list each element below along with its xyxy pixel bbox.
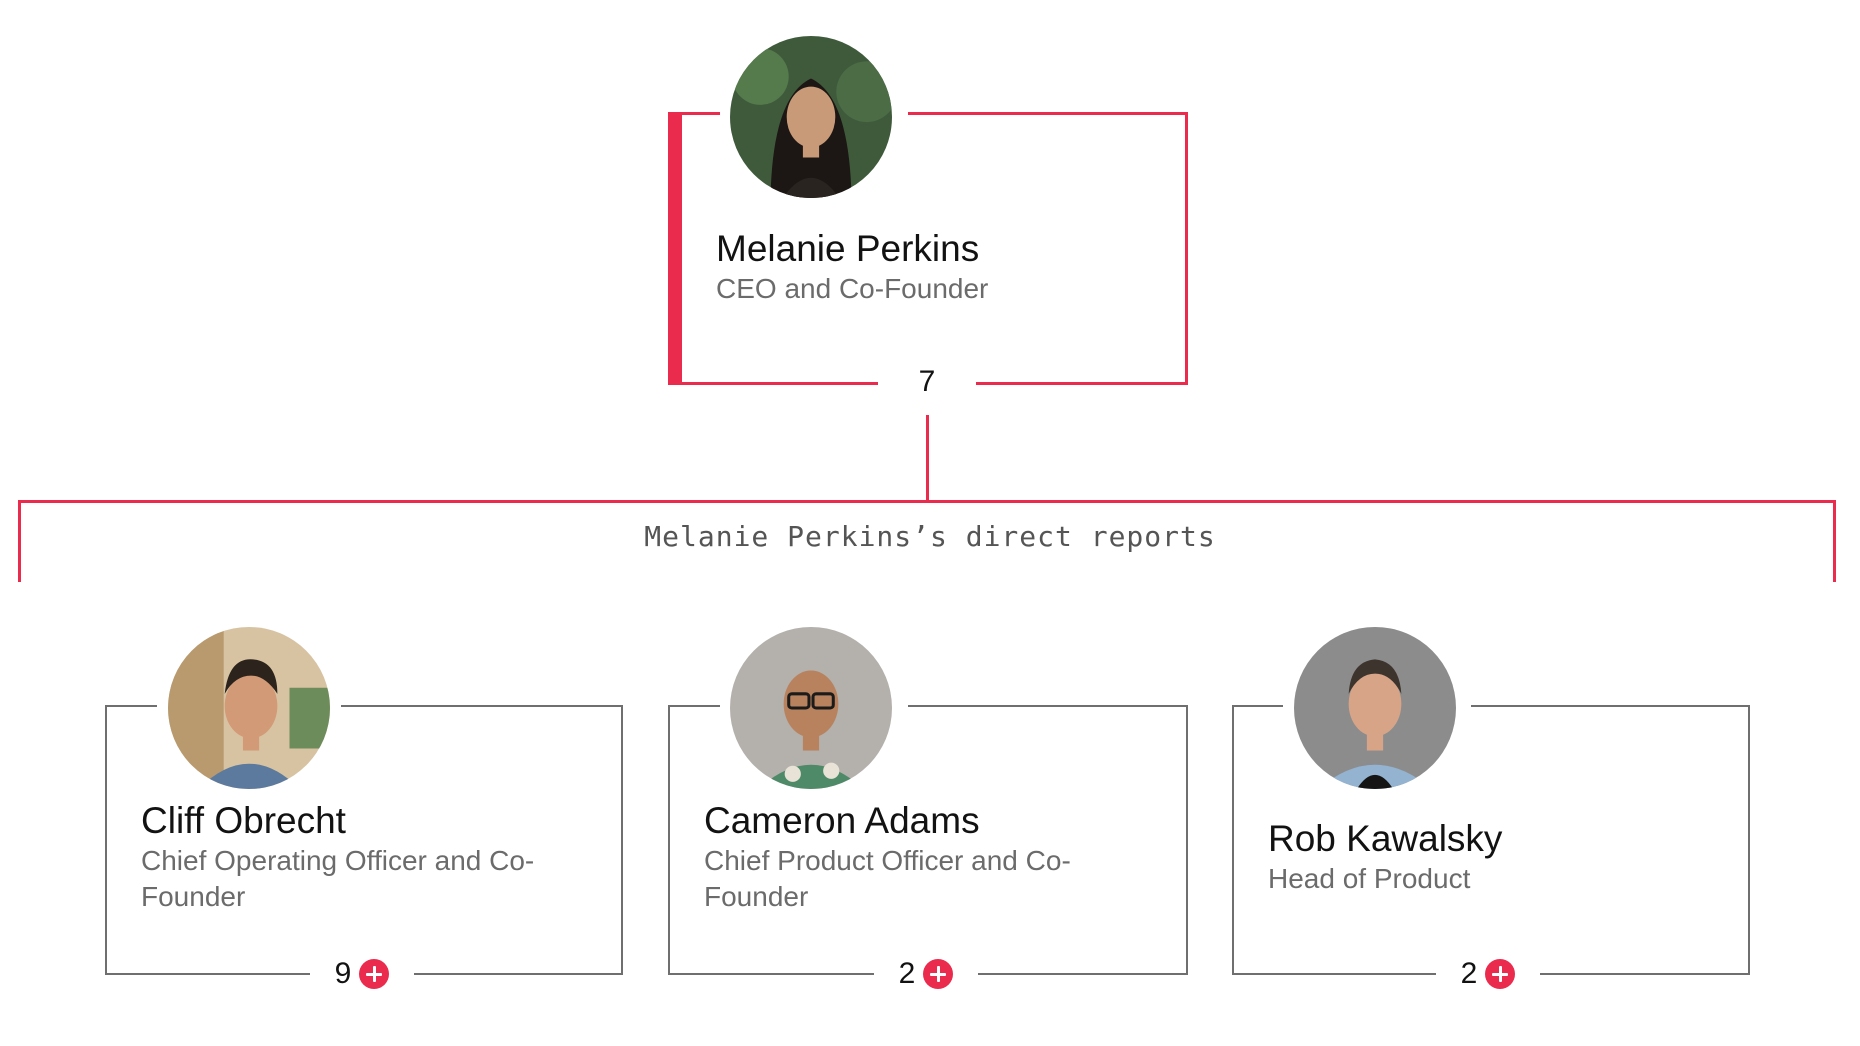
report-count-rob: 2 xyxy=(1436,954,1540,994)
report-count: 9 xyxy=(334,957,352,990)
profile-photo-icon xyxy=(168,627,330,789)
report-avatar-cameron xyxy=(730,627,892,789)
person-title: Chief Product Officer and Co-Founder xyxy=(704,845,1071,912)
profile-photo-icon xyxy=(730,627,892,789)
person-name: Rob Kawalsky xyxy=(1268,818,1503,859)
person-title: Chief Operating Officer and Co-Founder xyxy=(141,845,535,912)
connector-vertical xyxy=(926,415,929,502)
expand-reports-button[interactable] xyxy=(1485,959,1516,989)
person-title: CEO and Co-Founder xyxy=(716,273,989,304)
connector-horizontal xyxy=(18,500,1836,503)
person-name: Melanie Perkins xyxy=(716,228,980,269)
person-title: Head of Product xyxy=(1268,863,1471,894)
expand-reports-button[interactable] xyxy=(923,959,954,989)
ceo-report-count: 7 xyxy=(878,362,976,402)
report-avatar-rob xyxy=(1294,627,1456,789)
plus-icon xyxy=(1492,966,1509,982)
ceo-avatar xyxy=(730,36,892,198)
connector-right-drop xyxy=(1833,500,1836,582)
profile-photo-icon xyxy=(1294,627,1456,789)
person-name: Cliff Obrecht xyxy=(141,800,346,841)
direct-reports-label: Melanie Perkins’s direct reports xyxy=(644,520,1216,553)
profile-photo-icon xyxy=(730,36,892,198)
plus-icon xyxy=(930,966,947,982)
report-count-cameron: 2 xyxy=(874,954,978,994)
report-count: 2 xyxy=(898,957,916,990)
connector-left-drop xyxy=(18,500,21,582)
person-name: Cameron Adams xyxy=(704,800,980,841)
report-count: 7 xyxy=(918,365,936,398)
expand-reports-button[interactable] xyxy=(359,959,390,989)
report-count-cliff: 9 xyxy=(310,954,414,994)
report-count: 2 xyxy=(1460,957,1478,990)
plus-icon xyxy=(366,966,383,982)
report-card-cameron[interactable]: Cameron Adams Chief Product Officer and … xyxy=(668,705,1188,975)
report-card-rob[interactable]: Rob Kawalsky Head of Product xyxy=(1232,705,1750,975)
report-avatar-cliff xyxy=(168,627,330,789)
